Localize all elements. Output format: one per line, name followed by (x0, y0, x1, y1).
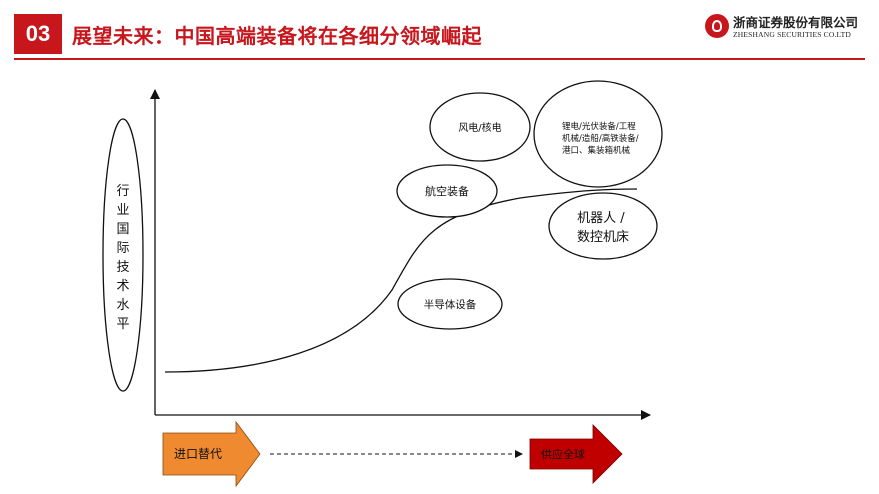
bubble-label-line-2: 数控机床 (577, 230, 629, 245)
bubble-label-line-2: 机械/造船/高铁装备/ (562, 133, 639, 144)
bubble-robot-cnc: 机器人 / 数控机床 (548, 192, 658, 260)
y-axis-label-char: 行 (116, 184, 129, 199)
development-s-curve (164, 188, 638, 373)
bubble-wind-nuclear: 风电/核电 (429, 92, 531, 162)
bubble-label-multiline: 机器人 / 数控机床 (577, 211, 629, 245)
y-axis-label-char: 术 (116, 279, 129, 294)
import-substitution-arrow: 进口替代 (162, 420, 261, 488)
bubble-label: 航空装备 (425, 184, 469, 198)
section-number-badge: 03 (14, 14, 62, 54)
company-logo: 浙商证券股份有限公司 ZHESHANG SECURITIES CO.LTD (705, 12, 865, 44)
arrow-label: 进口替代 (174, 447, 222, 461)
bubble-lithium-pv-machinery: 锂电/光伏装备/工程 机械/造船/高铁装备/ 港口、集装箱机械 (533, 80, 663, 188)
arrow-label: 供应全球 (541, 447, 585, 461)
y-axis-label-char: 际 (116, 241, 129, 256)
bubble-label-line-3: 港口、集装箱机械 (562, 145, 631, 156)
y-axis-label-char: 水 (116, 298, 129, 313)
logo-name-cn: 浙商证券股份有限公司 (733, 15, 859, 30)
logo-name-en: ZHESHANG SECURITIES CO.LTD (733, 30, 852, 39)
bubble-label-line: 锂电/光伏装备/工程 机械/造船/高铁装备/ 港口、集装箱机械 (562, 121, 641, 156)
bubble-label-line-1: 机器人 / (577, 211, 625, 226)
y-axis-label-char: 业 (116, 203, 129, 218)
y-axis-label-oval: 行业国际技术水平 (102, 118, 144, 392)
global-supply-arrow: 供应全球 (529, 424, 623, 484)
zheshang-logo-icon (705, 14, 729, 38)
y-axis-label-char: 技 (116, 260, 129, 275)
y-axis-label-char: 平 (116, 317, 129, 332)
bubble-semiconductor: 半导体设备 (397, 278, 503, 330)
title-divider (14, 58, 865, 60)
y-axis-label: 行业国际技术水平 (116, 184, 129, 332)
bubble-label-line-1: 锂电/光伏装备/工程 (562, 121, 636, 132)
bubble-aerospace: 航空装备 (396, 164, 498, 218)
bubble-label: 半导体设备 (424, 298, 477, 311)
page-title: 展望未来：中国高端装备将在各细分领域崛起 (72, 24, 482, 48)
bubble-label: 风电/核电 (458, 121, 501, 134)
y-axis-label-char: 国 (116, 222, 129, 237)
